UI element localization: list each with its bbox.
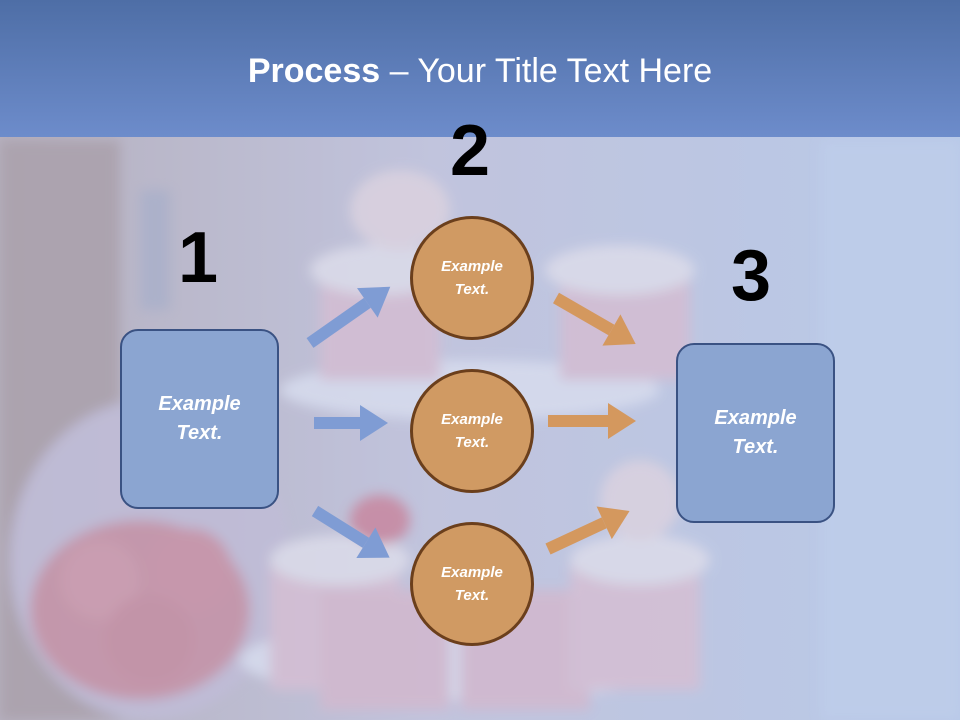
- step-number-3: 3: [731, 236, 772, 316]
- step-number-1: 1: [178, 218, 219, 298]
- slide-title: Process – Your Title Text Here: [0, 52, 960, 91]
- step-number-2: 2: [450, 111, 491, 191]
- title-bold: Process: [247, 52, 381, 90]
- step-3-text: Example Text.: [714, 407, 797, 458]
- step-3-box: Example Text.: [676, 343, 835, 523]
- title-bar: [0, 0, 960, 137]
- arrow-orange-up: [545, 506, 630, 555]
- arrow-blue-up: [306, 286, 391, 348]
- step-2-circle-top: Example Text.: [410, 216, 534, 340]
- circle-bottom-text: Example Text.: [441, 564, 503, 604]
- step-2-circle-bottom: Example Text.: [410, 522, 534, 646]
- arrow-orange-down: [553, 292, 636, 346]
- arrow-blue-down: [311, 505, 390, 559]
- step-2-circle-middle: Example Text.: [410, 369, 534, 493]
- circle-top-text: Example Text.: [441, 258, 503, 298]
- step-1-box: Example Text.: [120, 329, 279, 509]
- arrow-orange-mid: [548, 403, 636, 439]
- circle-middle-text: Example Text.: [441, 411, 503, 451]
- title-rest: – Your Title Text Here: [380, 52, 713, 90]
- step-1-text: Example Text.: [158, 393, 241, 444]
- arrow-blue-mid: [314, 405, 388, 441]
